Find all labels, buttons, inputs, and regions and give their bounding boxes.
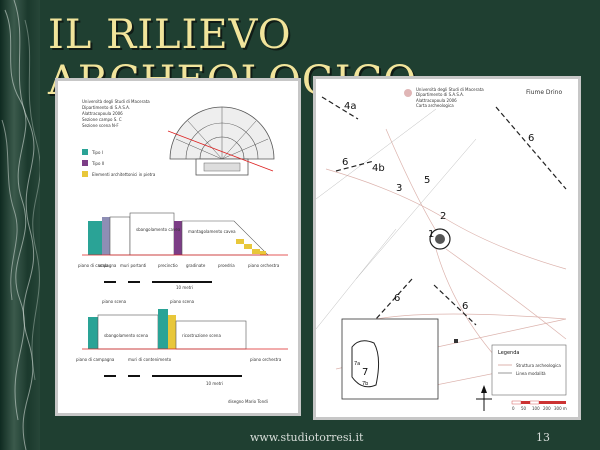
site-label-7: 7 (362, 367, 368, 378)
section-label: sbangolamento cavea (136, 227, 181, 232)
header-line: Alattracopoula 2006 (82, 111, 123, 116)
section-label: piano scena (102, 299, 127, 304)
site-7-outline (351, 340, 380, 388)
bottom-label: piano di campagna (76, 357, 115, 362)
bottom-label: precinctio (158, 263, 178, 268)
site-label-6: 6 (462, 301, 468, 312)
scale-mark: 200 (543, 406, 551, 411)
archaeological-map-panel: Università degli Studi di Macerata Dipar… (313, 76, 581, 420)
theater-plan (167, 106, 275, 176)
university-logo (404, 89, 412, 97)
legend-swatch-tipo1 (82, 149, 88, 155)
decorative-left-stripe (0, 0, 40, 450)
site-label-6: 6 (394, 293, 400, 304)
north-arrow-icon (476, 385, 492, 411)
section-cavea: sbangolamento cavea mantagolamento cavea… (78, 212, 288, 290)
header-line: Università degli Studi di Macerata (82, 99, 150, 104)
bottom-label: scala (98, 263, 109, 268)
section-label: ricostruzione scena (182, 333, 221, 338)
scale-label: 10 metri (176, 285, 193, 290)
site-label-4a: 4a (344, 101, 357, 112)
legend-swatch-elementi (82, 171, 88, 177)
site-1-core (435, 234, 445, 244)
bottom-label: piano di campagna (78, 263, 117, 268)
site-label-2: 2 (440, 211, 446, 222)
map-header-line: Carta archeologica (416, 103, 454, 108)
bottom-label: piano orchestra (248, 263, 280, 268)
header-line: Dipartimento di S.A.S.A. (82, 105, 130, 110)
section-label: sbangolamento scena (104, 333, 149, 338)
map-header-line: Università degli Studi di Macerata (416, 87, 484, 92)
section-drawing: Università degli Studi di Macerata Dipar… (76, 99, 288, 404)
bottom-label: muri portanti (120, 263, 146, 268)
legend-item: Linea modalità (516, 371, 546, 376)
page-number: 13 (536, 431, 550, 444)
map-header-line: Dipartimento di S.A.S.A. (416, 92, 464, 97)
legend-title: Legenda (498, 350, 519, 356)
map-inset (341, 318, 439, 400)
topographic-pattern (1, 0, 40, 450)
legend-label: Tipo II (91, 161, 104, 166)
site-label-4b: 4b (372, 163, 385, 174)
header-line: Sezione scena N-F (82, 123, 119, 128)
section-drawing-panel: Università degli Studi di Macerata Dipar… (55, 78, 301, 416)
bottom-label: gradinate (186, 263, 206, 268)
site-label-3: 3 (396, 183, 402, 194)
site-label-7a: 7a (354, 361, 360, 367)
map-legend (491, 344, 567, 396)
bottom-label: muri di contenimento (128, 357, 172, 362)
site-label-7b: 7b (362, 381, 368, 387)
header-line: Sezione campo S. C (82, 117, 122, 122)
bottom-label: proedria (218, 263, 235, 268)
scale-mark: 100 (532, 406, 540, 411)
section-label: mantagolamento cavea (188, 229, 236, 234)
scale-label: 10 metri (206, 381, 223, 386)
scale-mark: 300 m (554, 406, 567, 411)
site-marker-small (454, 339, 458, 343)
section-scena: piano scena piano scena sbangolamento sc… (76, 299, 288, 404)
section-label: piano scena (170, 299, 195, 304)
legend-swatch-tipo2 (82, 160, 88, 166)
river-label: Fiume Drino (526, 89, 562, 96)
site-label-1: 1 (428, 229, 434, 240)
scale-mark: 0 (512, 406, 515, 411)
legend-label: Tipo I (91, 150, 103, 155)
legend-item: Struttura archeologica (516, 363, 561, 368)
scale-mark: 50 (521, 406, 527, 411)
drawing-credit: disegno Mario Tondi (228, 399, 268, 404)
site-label-6: 6 (342, 157, 348, 168)
site-label-5: 5 (424, 175, 430, 186)
site-label-6: 6 (528, 133, 534, 144)
map-header-line: Alattracopoula 2006 (416, 98, 457, 103)
footer-url: www.studiotorresi.it (250, 431, 364, 444)
legend-label: Elementi architettonici in pietra (92, 172, 156, 177)
bottom-label: piano orchestra (250, 357, 282, 362)
archaeological-map: Università degli Studi di Macerata Dipar… (315, 87, 567, 411)
